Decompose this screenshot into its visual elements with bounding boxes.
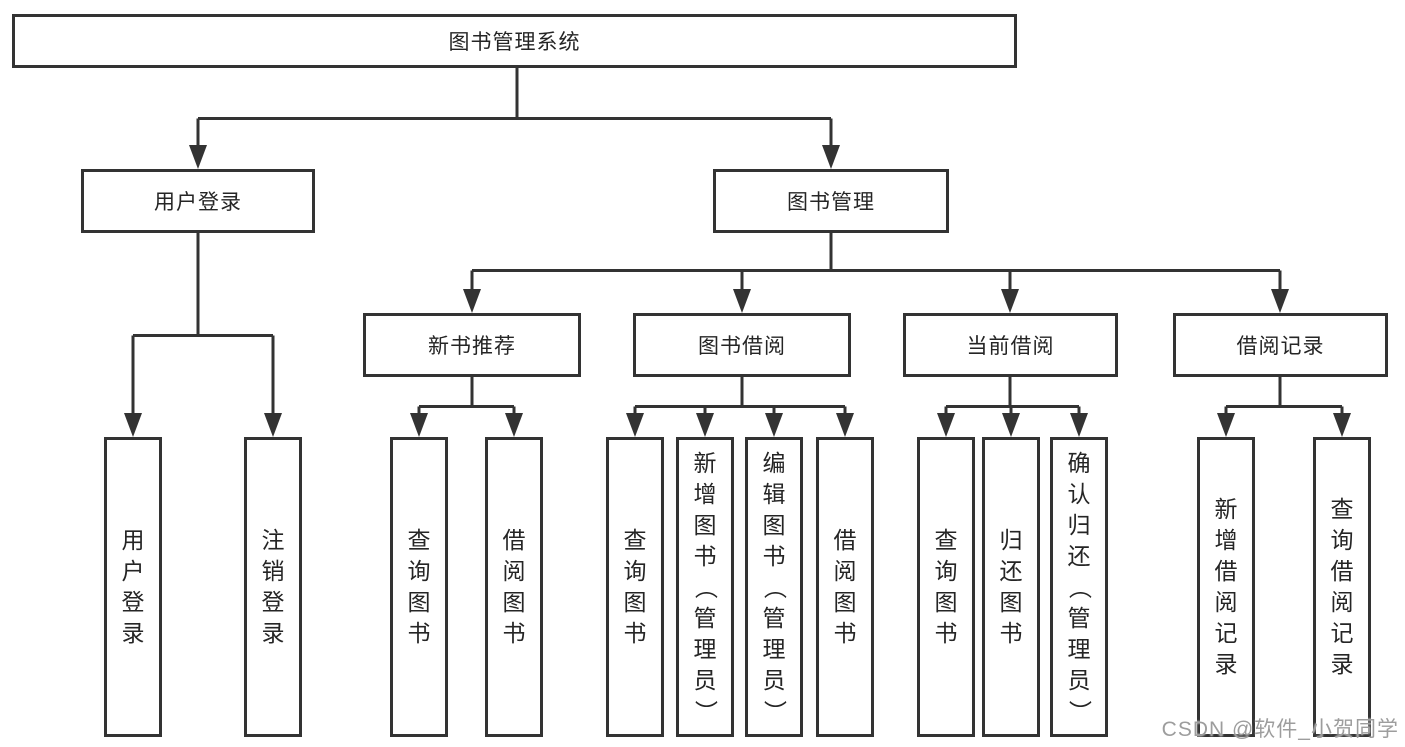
leaf-query-books-3: 查询图书 [917, 437, 975, 737]
node-book-management-label: 图书管理 [787, 191, 875, 214]
node-book-borrow: 图书借阅 [633, 313, 851, 377]
leaf-logout: 注销登录 [244, 437, 302, 737]
node-user-login-branch-label: 用户登录 [154, 191, 242, 214]
node-current-borrow: 当前借阅 [903, 313, 1118, 377]
leaf-borrow-books-2: 借阅图书 [816, 437, 874, 737]
leaf-query-books-3-label: 查询图书 [934, 527, 958, 646]
leaf-confirm-return-admin: 确认归还（管理员） [1050, 437, 1108, 737]
leaf-add-books-admin-label: 新增图书（管理员） [692, 449, 719, 723]
node-user-login-branch: 用户登录 [81, 169, 315, 233]
connector-current-borrow-to-leaves [937, 375, 1088, 437]
leaf-edit-books-admin: 编辑图书（管理员） [745, 437, 803, 737]
csdn-watermark: CSDN @软件_小贺同学 [1161, 718, 1399, 741]
node-book-borrow-label: 图书借阅 [698, 335, 786, 358]
node-borrow-records: 借阅记录 [1173, 313, 1388, 377]
node-library-system: 图书管理系统 [12, 14, 1017, 68]
node-new-book-recommend-label: 新书推荐 [428, 335, 516, 358]
leaf-query-books-2-label: 查询图书 [623, 527, 647, 646]
leaf-query-borrow-record-label: 查询借阅记录 [1330, 496, 1354, 677]
leaf-logout-label: 注销登录 [261, 527, 285, 646]
node-library-system-label: 图书管理系统 [448, 31, 581, 54]
leaf-query-books-1-label: 查询图书 [407, 527, 431, 646]
leaf-edit-books-admin-label: 编辑图书（管理员） [761, 449, 788, 723]
leaf-user-login: 用户登录 [104, 437, 162, 737]
node-new-book-recommend: 新书推荐 [363, 313, 581, 377]
node-book-management: 图书管理 [713, 169, 949, 233]
leaf-user-login-label: 用户登录 [121, 527, 145, 646]
connector-book-mgmt-to-level3 [463, 231, 1289, 313]
connector-user-login-to-leaves [124, 231, 282, 437]
leaf-add-books-admin: 新增图书（管理员） [676, 437, 734, 737]
leaf-query-books-2: 查询图书 [606, 437, 664, 737]
leaf-add-borrow-record-label: 新增借阅记录 [1214, 496, 1238, 677]
connector-new-book-to-leaves [410, 375, 523, 437]
leaf-borrow-books-2-label: 借阅图书 [833, 527, 857, 646]
leaf-query-books-1: 查询图书 [390, 437, 448, 737]
leaf-query-borrow-record: 查询借阅记录 [1313, 437, 1371, 737]
node-current-borrow-label: 当前借阅 [966, 335, 1055, 358]
connector-book-borrow-to-leaves [626, 375, 854, 437]
connector-root-to-level2 [189, 66, 840, 169]
leaf-return-books: 归还图书 [982, 437, 1040, 737]
leaf-add-borrow-record: 新增借阅记录 [1197, 437, 1255, 737]
leaf-return-books-label: 归还图书 [999, 527, 1023, 646]
leaf-borrow-books-1-label: 借阅图书 [502, 527, 526, 646]
connector-borrow-record-to-leaves [1217, 375, 1351, 437]
leaf-borrow-books-1: 借阅图书 [485, 437, 543, 737]
leaf-confirm-return-admin-label: 确认归还（管理员） [1066, 449, 1093, 723]
node-borrow-records-label: 借阅记录 [1236, 335, 1325, 358]
